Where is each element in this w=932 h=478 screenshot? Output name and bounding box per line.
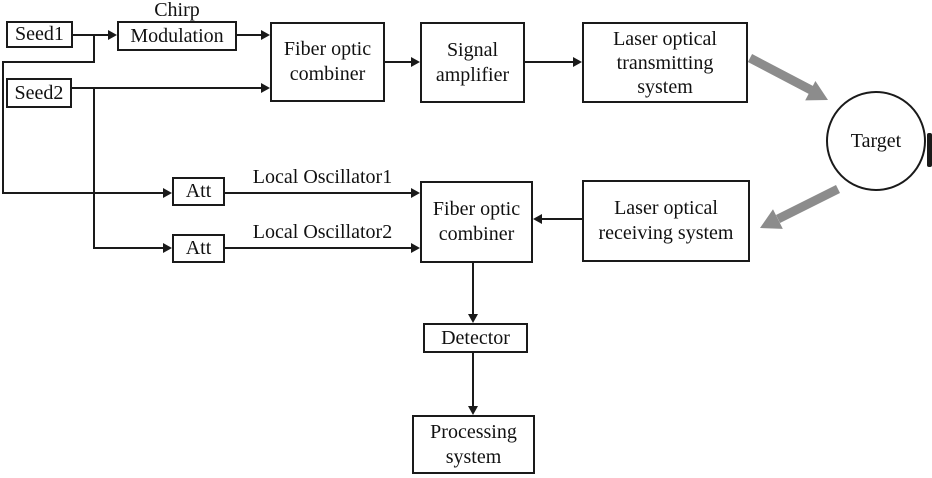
arrowhead-into-transmitting bbox=[573, 57, 582, 67]
beam-arrow-transmit-to-target bbox=[747, 54, 828, 101]
fiber-optic-combiner-rx-node: Fiber optic combiner bbox=[420, 181, 533, 263]
local-oscillator2-label: Local Oscillator2 bbox=[252, 221, 393, 243]
arrowhead-into-detector bbox=[468, 314, 478, 323]
chirp-caption: Chirp bbox=[154, 0, 200, 21]
detector-node: Detector bbox=[423, 323, 528, 353]
wire-att2-to-combiner-rx bbox=[225, 247, 411, 249]
chirp-modulation-node: Modulation bbox=[117, 21, 237, 51]
wire-receiving-to-combiner-rx bbox=[542, 218, 582, 220]
arrowhead-into-att2 bbox=[163, 243, 172, 253]
seed2-node: Seed2 bbox=[6, 78, 72, 108]
att2-node: Att bbox=[172, 234, 225, 263]
seed1-node: Seed1 bbox=[6, 21, 73, 48]
arrowhead-into-att1 bbox=[163, 188, 172, 198]
wire-seed1-to-att1 bbox=[2, 192, 163, 194]
arrowhead-into-modulation bbox=[108, 30, 117, 40]
fiber-optic-combiner-tx-node: Fiber optic combiner bbox=[270, 22, 385, 102]
att1-node: Att bbox=[172, 177, 225, 206]
arrowhead-into-combiner-tx-top bbox=[261, 30, 270, 40]
beam-arrow-target-to-receive bbox=[760, 184, 841, 229]
arrowhead-into-amplifier bbox=[411, 57, 420, 67]
wire-seed1-branch-down bbox=[93, 34, 95, 62]
wire-seed1-to-modulation bbox=[73, 34, 108, 36]
wire-detector-to-processing bbox=[472, 353, 474, 406]
arrowhead-into-combiner-rx-right bbox=[533, 214, 542, 224]
wire-combiner-tx-to-amplifier bbox=[385, 61, 411, 63]
arrowhead-into-processing bbox=[468, 406, 478, 415]
laser-transmitting-system-node: Laser optical transmitting system bbox=[582, 22, 748, 103]
wire-combiner-rx-to-detector bbox=[472, 263, 474, 314]
processing-system-node: Processing system bbox=[412, 415, 535, 474]
wire-seed1-branch-down-left-edge bbox=[2, 61, 4, 194]
arrowhead-lo1-into-combiner-rx bbox=[411, 188, 420, 198]
wire-seed2-to-combiner-tx bbox=[72, 87, 261, 89]
wire-modulation-to-combiner-tx bbox=[237, 34, 263, 36]
wire-seed2-branch-down bbox=[93, 87, 95, 249]
signal-amplifier-node: Signal amplifier bbox=[420, 22, 525, 103]
arrowhead-into-combiner-tx-bottom bbox=[261, 83, 270, 93]
local-oscillator1-label: Local Oscillator1 bbox=[252, 166, 393, 188]
wire-att1-to-combiner-rx bbox=[225, 192, 411, 194]
target-node: Target bbox=[826, 91, 926, 191]
wire-seed2-to-att2 bbox=[93, 247, 163, 249]
wire-amplifier-to-transmitting bbox=[525, 61, 573, 63]
arrowhead-lo2-into-combiner-rx bbox=[411, 243, 420, 253]
clipped-edge-mark bbox=[927, 133, 932, 167]
wire-seed1-branch-left bbox=[2, 61, 95, 63]
laser-receiving-system-node: Laser optical receiving system bbox=[582, 180, 750, 262]
